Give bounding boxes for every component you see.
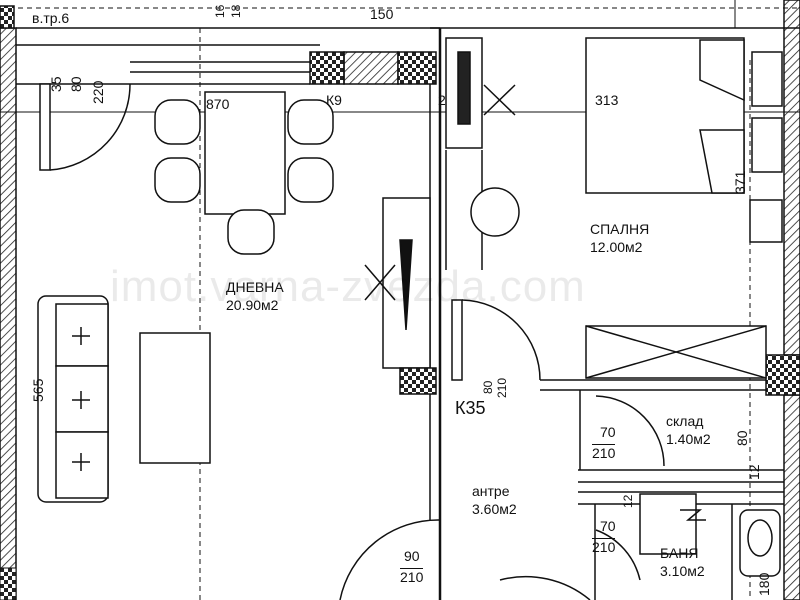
dim-12a: 12 bbox=[746, 464, 762, 480]
chimney-label: в.тр.6 bbox=[32, 10, 70, 26]
partition-walls bbox=[540, 379, 784, 600]
dim-70b: 70 bbox=[600, 518, 616, 534]
dim-210d: 210 bbox=[400, 568, 424, 585]
dim-80a: 80 bbox=[68, 76, 84, 92]
room-bedroom-name: СПАЛНЯ bbox=[590, 221, 650, 237]
bottom-wall bbox=[0, 567, 17, 600]
front-door bbox=[339, 519, 591, 600]
dim-870: 870 bbox=[206, 96, 230, 112]
sofa bbox=[37, 295, 109, 503]
room-bedroom: СПАЛНЯ 12.00м2 bbox=[590, 220, 649, 256]
room-hall: антре 3.60м2 bbox=[472, 482, 517, 518]
dim-565: 565 bbox=[30, 378, 46, 402]
k9-label: К9 bbox=[326, 92, 342, 108]
room-living-name: ДНЕВНА bbox=[226, 279, 284, 295]
dim-35: 35 bbox=[48, 76, 64, 92]
dim-371: 371 bbox=[732, 170, 748, 194]
room-bath-area: 3.10м2 bbox=[660, 563, 705, 579]
room-storage: склад 1.40м2 bbox=[666, 412, 711, 448]
dim-210b: 210 bbox=[592, 444, 616, 461]
storage-door bbox=[595, 395, 665, 467]
room-bedroom-area: 12.00м2 bbox=[590, 239, 643, 255]
dim-180: 180 bbox=[756, 572, 772, 596]
top-walls bbox=[16, 27, 800, 600]
dim-210a: 210 bbox=[495, 377, 509, 398]
dim-313: 313 bbox=[595, 92, 619, 108]
bedroom-furniture bbox=[445, 37, 783, 379]
dim-150: 150 bbox=[370, 6, 394, 22]
dim-80c: 80 bbox=[734, 430, 750, 446]
room-living: ДНЕВНА 20.90м2 bbox=[226, 278, 284, 314]
coffee-table bbox=[139, 332, 211, 464]
dim-210c: 210 bbox=[592, 538, 616, 555]
room-living-area: 20.90м2 bbox=[226, 297, 279, 313]
room-hall-area: 3.60м2 bbox=[472, 501, 517, 517]
dim-12b: 12 bbox=[621, 494, 635, 508]
room-bath-name: БАНЯ bbox=[660, 545, 699, 561]
room-bath: БАНЯ 3.10м2 bbox=[660, 544, 705, 580]
dining-set bbox=[154, 91, 334, 255]
living-wardrobe bbox=[364, 197, 431, 369]
dim-220: 220 bbox=[90, 80, 106, 104]
dim-16: 16 bbox=[213, 4, 227, 18]
bathroom-fixtures bbox=[595, 493, 781, 581]
room-storage-name: склад bbox=[666, 413, 704, 429]
dim-90: 90 bbox=[404, 548, 420, 564]
k35-label: К35 bbox=[455, 398, 486, 418]
room-storage-area: 1.40м2 bbox=[666, 431, 711, 447]
bedroom-door bbox=[451, 299, 541, 381]
entry-door-living bbox=[39, 83, 131, 171]
room-hall-name: антре bbox=[472, 483, 510, 499]
dim-70a: 70 bbox=[600, 424, 616, 440]
dim-2: 2 bbox=[438, 92, 446, 108]
dim-18: 18 bbox=[229, 4, 243, 18]
columns bbox=[0, 5, 800, 396]
